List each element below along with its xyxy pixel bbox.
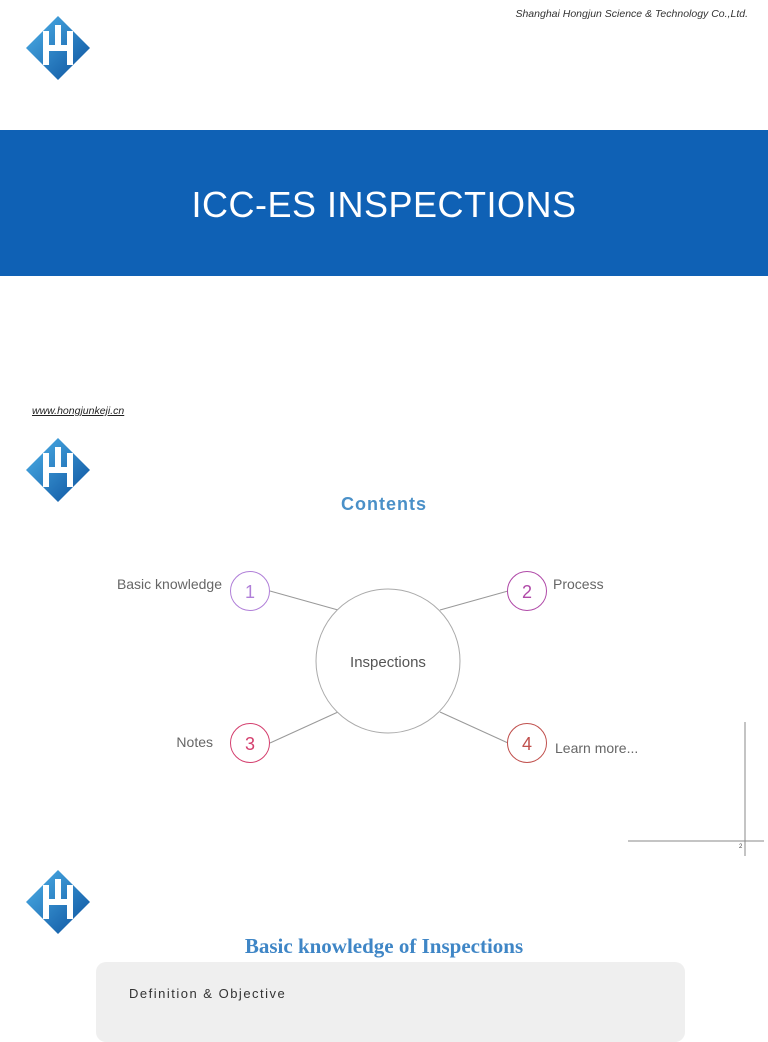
item-number: 1 [245,582,255,602]
center-label: Inspections [350,654,426,671]
item-label-notes: Notes [176,734,213,750]
contents-item-4[interactable]: 4 [507,723,547,763]
contents-diagram: Inspections 1 2 3 4 Basic knowledge Proc… [117,571,638,763]
crop-marks [628,722,764,856]
contents-heading: Contents [341,494,427,514]
item-label-learn-more: Learn more... [555,740,638,756]
page-number: 2 [739,844,743,850]
connector-line [269,711,339,744]
definition-card [96,962,685,1042]
section-heading: Basic knowledge of Inspections [244,934,524,958]
contents-item-2[interactable]: 2 [507,571,547,611]
contents-item-3[interactable]: 3 [230,723,270,763]
contents-item-1[interactable]: 1 [230,571,270,611]
item-label-process: Process [553,576,604,592]
hongjun-logo-icon [24,14,92,82]
item-circle [507,723,547,763]
company-name: Shanghai Hongjun Science & Technology Co… [515,8,748,20]
item-circle [507,571,547,611]
item-number: 4 [522,734,532,754]
hongjun-logo-icon [24,436,92,504]
presentation-title: ICC-ES INSPECTIONS [191,184,577,225]
item-number: 2 [522,582,532,602]
item-circle [230,571,270,611]
hongjun-logo-icon [24,868,92,936]
website-link[interactable]: www.hongjunkeji.cn [32,405,125,417]
connector-line [439,590,509,611]
item-number: 3 [245,734,255,754]
item-label-basic-knowledge: Basic knowledge [117,576,222,592]
title-band [0,130,768,276]
connector-line [269,590,339,611]
center-circle [315,588,461,734]
item-circle [230,723,270,763]
card-title: Definition & Objective [129,986,287,1001]
connector-line [439,711,509,744]
